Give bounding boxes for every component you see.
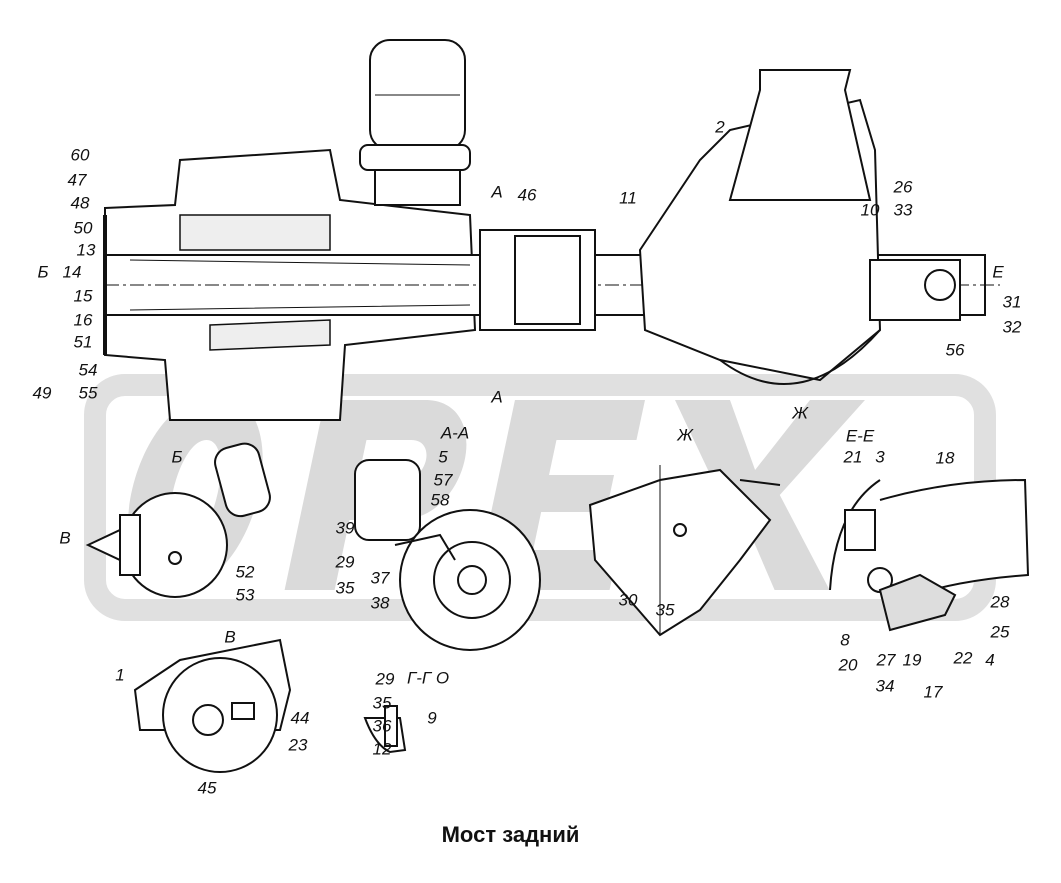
- callout-label: Е: [992, 262, 1004, 282]
- callout-label: 13: [76, 240, 96, 260]
- callout-label: 53: [235, 585, 255, 605]
- section-g-g: [363, 705, 407, 754]
- callout-label: 33: [893, 200, 913, 220]
- callout-label: 51: [73, 332, 93, 352]
- section-e-e: [829, 478, 1030, 632]
- callout-label: 28: [990, 592, 1010, 612]
- callout-label: 45: [197, 778, 217, 798]
- callout-label: 21: [843, 447, 863, 467]
- callout-label: 2: [715, 117, 725, 137]
- axle-housing: [103, 69, 1000, 421]
- callout-label: 39: [335, 518, 355, 538]
- callout-label: 5: [438, 447, 448, 467]
- callout-label: 17: [923, 682, 943, 702]
- callout-label: 37: [370, 568, 390, 588]
- callout-label: 29: [335, 552, 355, 572]
- callout-label: 4: [985, 650, 995, 670]
- callout-label: 47: [67, 170, 87, 190]
- callout-label: 38: [370, 593, 390, 613]
- callout-label: 19: [902, 650, 922, 670]
- callout-label: Е-Е: [845, 426, 875, 446]
- callout-label: В: [224, 627, 236, 647]
- view-zh: [588, 465, 781, 637]
- callout-label: 26: [893, 177, 913, 197]
- callout-label: 1: [115, 665, 125, 685]
- callout-label: 48: [70, 193, 90, 213]
- callout-label: 22: [953, 648, 973, 668]
- callout-label: 18: [935, 448, 955, 468]
- callout-label: 35: [372, 693, 392, 713]
- callout-label: 10: [860, 200, 880, 220]
- callout-label: 60: [70, 145, 90, 165]
- callout-label: 3: [875, 447, 885, 467]
- callout-label: 12: [372, 739, 392, 759]
- callout-label: 34: [875, 676, 895, 696]
- callout-label: 16: [73, 310, 93, 330]
- callout-label: А: [491, 387, 503, 407]
- callout-label: 52: [235, 562, 255, 582]
- callout-label: 54: [78, 360, 98, 380]
- callout-label: 23: [288, 735, 308, 755]
- callout-label: 55: [78, 383, 98, 403]
- callout-label: Б: [171, 447, 183, 467]
- callout-label: 29: [375, 669, 395, 689]
- callout-label: Б: [37, 262, 49, 282]
- callout-label: Г-Г О: [406, 668, 450, 688]
- callout-label: Ж: [677, 425, 693, 445]
- callout-label: 8: [840, 630, 850, 650]
- page-title: Мост задний: [441, 822, 580, 847]
- callout-label: 35: [335, 578, 355, 598]
- callout-label: 15: [73, 286, 93, 306]
- section-a-a: [354, 459, 541, 651]
- callout-label: Ж: [792, 403, 808, 423]
- callout-label: А: [491, 182, 503, 202]
- callout-label: 44: [290, 708, 310, 728]
- brake-chamber: [359, 39, 471, 206]
- callout-label: 32: [1002, 317, 1022, 337]
- callout-label: 50: [73, 218, 93, 238]
- callout-label: 57: [433, 470, 453, 490]
- callout-label: 36: [372, 716, 392, 736]
- callout-label: 27: [876, 650, 896, 670]
- callout-label: 30: [618, 590, 638, 610]
- callout-label: В: [59, 528, 71, 548]
- callout-label: 49: [32, 383, 52, 403]
- view-b-hub: [85, 442, 271, 598]
- callout-label: 46: [517, 185, 537, 205]
- callout-label: 9: [427, 708, 437, 728]
- callout-label: 31: [1002, 292, 1022, 312]
- callout-label: 35: [655, 600, 675, 620]
- callout-label: А-А: [440, 423, 470, 443]
- callout-label: 11: [619, 188, 637, 208]
- view-v-cover: [133, 638, 292, 773]
- callout-label: 56: [945, 340, 965, 360]
- callout-label: 25: [990, 622, 1010, 642]
- callout-label: 20: [838, 655, 858, 675]
- callout-label: 14: [62, 262, 82, 282]
- callout-label: 58: [430, 490, 450, 510]
